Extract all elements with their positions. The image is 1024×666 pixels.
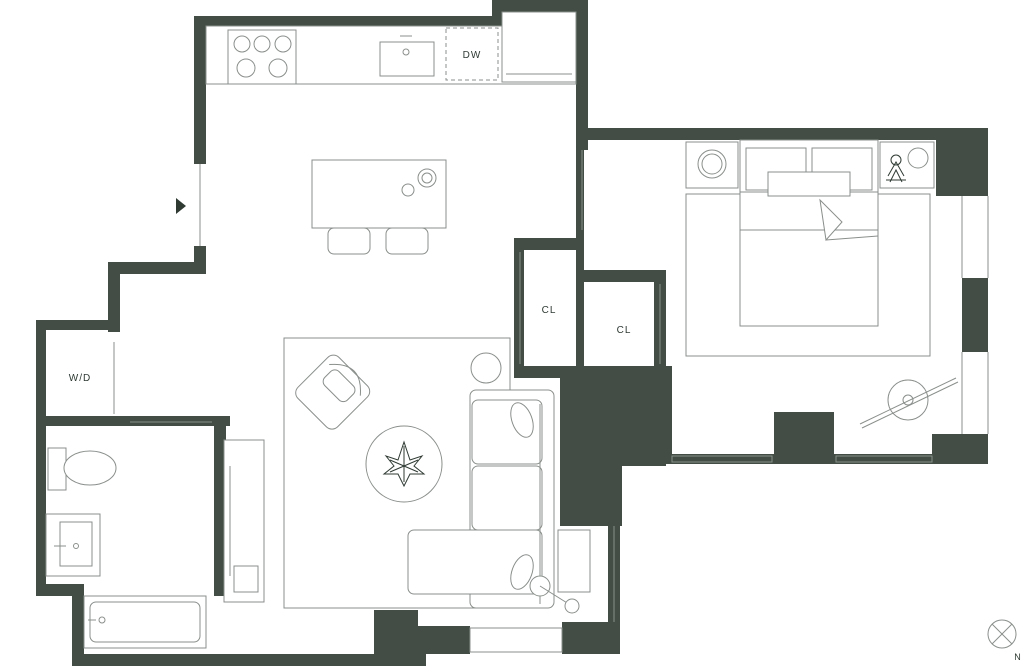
burner: [236, 58, 256, 78]
closet-1-label: CL: [542, 305, 557, 316]
refrigerator: [501, 11, 577, 83]
wall-kitchen-left-upper: [194, 16, 206, 164]
end-table: [557, 529, 591, 593]
wall-bedroom-bottom-strip: [620, 454, 988, 464]
living-room: [223, 337, 591, 614]
wall-top: [492, 0, 588, 12]
armchair: [295, 354, 371, 430]
burner: [253, 35, 271, 53]
wall-closet1-top: [514, 238, 584, 250]
tv-speaker: [233, 565, 259, 593]
sofa-pillow: [510, 554, 534, 590]
wall-bedroom-top: [576, 128, 988, 140]
wall-kitchen-right: [576, 0, 588, 150]
burner: [274, 35, 292, 53]
wall-wd-bottom: [36, 416, 230, 426]
wall-step-horizontal: [108, 262, 206, 274]
wall-bottom: [72, 654, 426, 666]
lamp-icon: [907, 147, 929, 169]
island-faucet-icon: [401, 183, 415, 197]
sofa-chaise: [407, 529, 543, 595]
wall-bath-right: [214, 416, 226, 596]
burner: [268, 58, 288, 78]
vanity-drain-icon: [73, 543, 79, 549]
wall-bedroom-corner: [936, 128, 988, 196]
plant-icon: [382, 440, 426, 488]
wall-wd-left: [36, 320, 46, 590]
wall-top-step: [492, 0, 502, 26]
wall-bottom-mid: [404, 626, 470, 654]
island-sink-icon: [421, 172, 433, 184]
blanket-corner: [819, 198, 843, 242]
wall-step-vertical: [108, 262, 120, 332]
kitchen-sink: [379, 41, 435, 77]
dishwasher-label: DW: [463, 50, 482, 61]
bar-stool: [385, 227, 429, 255]
washer-dryer-label: W/D: [69, 373, 91, 384]
wall-wd-top: [36, 320, 120, 330]
burner: [233, 35, 251, 53]
bed: [739, 191, 879, 327]
wall-closet1-left: [514, 238, 524, 372]
closets: CL CL: [519, 252, 661, 364]
bathroom: [45, 421, 212, 649]
entry-arrow-icon: [176, 198, 186, 214]
walls: [36, 0, 988, 666]
bedroom: [685, 139, 959, 429]
wall-bedroom-right-mid: [962, 278, 988, 352]
side-table: [470, 352, 502, 384]
wall-bedroom-left-upper: [576, 140, 584, 240]
window-bedroom-bottom-2: [835, 455, 933, 463]
wall-kitchen-top: [194, 16, 500, 26]
floor-lamp: [902, 394, 914, 406]
wall-central-lower: [560, 440, 622, 526]
kitchen: DW: [176, 11, 577, 255]
bathtub-drain-icon: [98, 616, 106, 624]
dishwasher: [445, 27, 499, 81]
nightstand-right: [879, 141, 935, 189]
sink-faucet-icon: [402, 48, 410, 56]
bathtub-inner: [89, 601, 201, 643]
toilet-bowl: [63, 450, 117, 486]
wall-bath-left: [72, 584, 84, 666]
windows: [113, 150, 989, 653]
floor-lamp-base: [564, 598, 580, 614]
wall-bedroom-left-lower: [660, 366, 672, 436]
closet-2-label: CL: [617, 325, 632, 336]
blanket-corner: [825, 235, 879, 241]
lamp-icon: [701, 153, 723, 175]
north-compass-icon: N: [987, 619, 1022, 662]
floor-lamp-arm: [859, 377, 957, 425]
floor-lamp-arm: [861, 381, 959, 429]
bar-stool: [327, 227, 371, 255]
window-bedroom-bottom-1: [671, 455, 773, 463]
plant-icon: [886, 154, 906, 183]
sofa-pillow: [510, 402, 534, 438]
window-living-bottom: [469, 627, 563, 653]
wall-closet2-top: [584, 270, 664, 282]
toilet-tank: [47, 447, 67, 491]
north-label: N: [1014, 652, 1022, 662]
bed-bolster: [767, 171, 851, 197]
sofa-seat: [471, 465, 543, 531]
wall-closet1-right: [576, 238, 584, 380]
